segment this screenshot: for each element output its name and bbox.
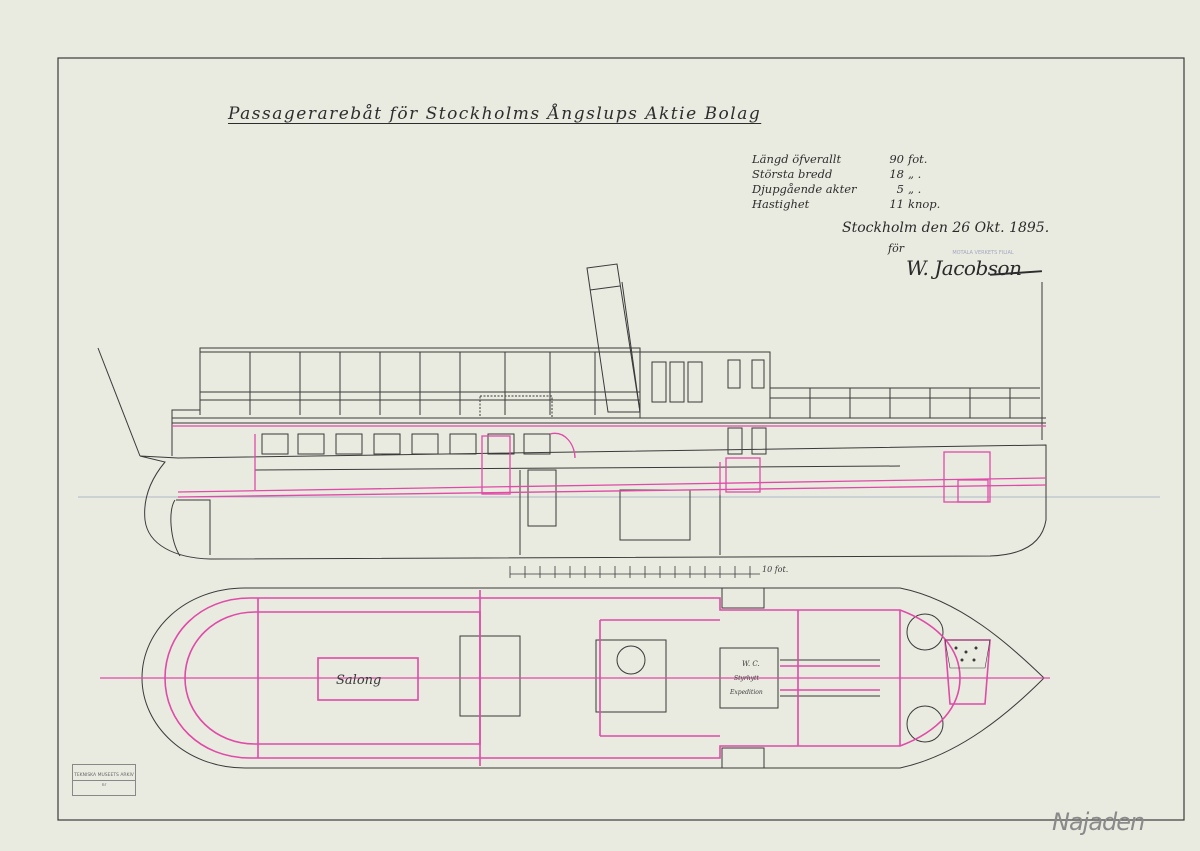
place-date: Stockholm den 26 Okt. 1895.: [842, 220, 1050, 236]
spec-label: Djupgående akter: [752, 182, 857, 196]
deck-plan: [141, 587, 1045, 769]
for-label: för: [888, 242, 904, 255]
spec-unit: „ .: [908, 182, 922, 196]
spec-label: Hastighet: [752, 197, 810, 211]
expedition-label: Expedition: [729, 689, 763, 696]
spec-label: Längd öfverallt: [752, 152, 842, 166]
archive-stamp: TEKNISKA MUSEETS ARKIV nr: [72, 764, 136, 796]
spec-unit: fot.: [908, 152, 928, 166]
spec-row: Djupgående akter 5 „ .: [752, 182, 950, 197]
spec-value: 5: [896, 182, 904, 196]
spec-unit: „ .: [908, 167, 922, 181]
fore-locker: [944, 639, 991, 669]
wc-label: W. C.: [742, 660, 760, 668]
spec-row: Största bredd 18 „ .: [752, 167, 950, 182]
scale-bar: [509, 566, 760, 578]
salon-label: Salong: [336, 673, 381, 688]
spec-table: Längd öfverallt 90 fot. Största bredd 18…: [752, 152, 950, 212]
archive-stamp-line1: TEKNISKA MUSEETS ARKIV: [74, 772, 134, 778]
company-stamp: MOTALA VERKETS FILIAL: [952, 250, 1014, 256]
archive-stamp-line2: nr: [73, 779, 135, 788]
ship-name-pencil: Najaden: [1052, 808, 1145, 836]
spec-label: Största bredd: [752, 167, 833, 181]
scale-label: 10 fot.: [762, 565, 788, 574]
spec-row: Längd öfverallt 90 fot.: [752, 152, 950, 167]
spec-value: 11: [889, 197, 904, 211]
spec-unit: knop.: [908, 197, 941, 211]
spec-value: 18: [889, 167, 904, 181]
side-elevation-construction: [172, 425, 1047, 503]
stair-label: Styrhytt: [734, 675, 759, 682]
side-elevation: [97, 263, 1047, 560]
spec-value: 90: [889, 152, 904, 166]
signature: W. Jacobson: [906, 256, 1022, 280]
drawing-title: Passagerarebåt för Stockholms Ångslups A…: [228, 104, 762, 124]
spec-row: Hastighet 11 knop.: [752, 197, 950, 212]
drawing-frame: [57, 57, 1185, 821]
